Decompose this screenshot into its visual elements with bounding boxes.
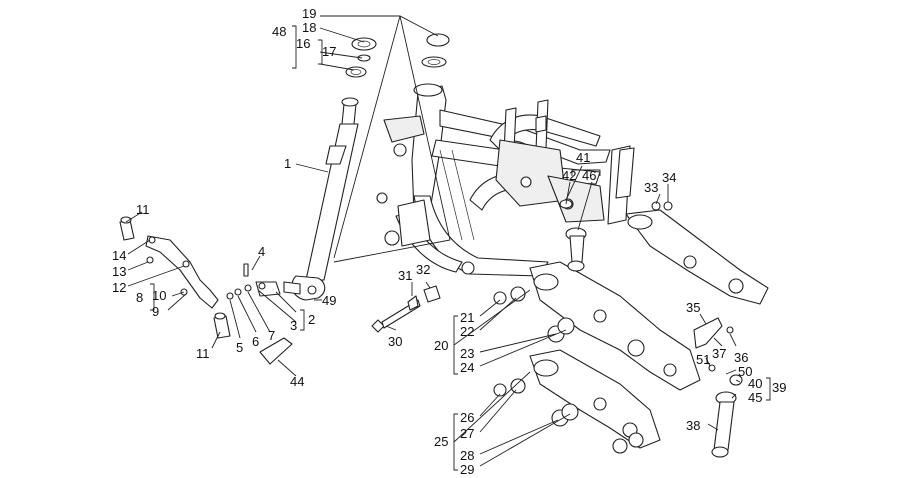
callout-14: 14 <box>112 248 126 263</box>
callout-39: 39 <box>772 380 786 395</box>
callout-31: 31 <box>398 268 412 283</box>
callout-45: 45 <box>748 390 762 405</box>
callout-28: 28 <box>460 448 474 463</box>
callout-25: 25 <box>434 434 448 449</box>
callout-50: 50 <box>738 364 752 379</box>
callout-6: 6 <box>252 334 259 349</box>
callout-37: 37 <box>712 346 726 361</box>
callout-44: 44 <box>290 374 304 389</box>
steering-bearing-stack <box>345 33 450 78</box>
callout-1: 1 <box>284 156 291 171</box>
long-bolt <box>371 285 441 333</box>
callout-17: 17 <box>322 44 336 59</box>
callout-8: 8 <box>136 290 143 305</box>
callout-4: 4 <box>258 244 265 259</box>
callout-22: 22 <box>460 324 474 339</box>
callout-13: 13 <box>112 264 126 279</box>
callout-48: 48 <box>272 24 286 39</box>
swingarm-bearings <box>493 201 673 454</box>
callout-35: 35 <box>686 300 700 315</box>
callout-labels: 19 18 48 16 17 1 11 14 13 12 8 10 9 11 4… <box>112 6 786 477</box>
callout-16: 16 <box>296 36 310 51</box>
swingarm-lower <box>529 349 661 449</box>
swingarm-rear <box>615 147 769 305</box>
callout-21: 21 <box>460 310 474 325</box>
callout-41: 41 <box>576 150 590 165</box>
callout-30: 30 <box>388 334 402 349</box>
callout-19: 19 <box>302 6 316 21</box>
callout-11-top: 11 <box>136 202 150 217</box>
callout-3: 3 <box>290 318 297 333</box>
small-bracket <box>693 317 723 349</box>
callout-29: 29 <box>460 462 474 477</box>
callout-36: 36 <box>734 350 748 365</box>
callout-10: 10 <box>152 288 166 303</box>
stem-fasteners <box>226 263 281 300</box>
callout-34: 34 <box>662 170 676 185</box>
callout-32: 32 <box>416 262 430 277</box>
callout-24: 24 <box>460 360 474 375</box>
callout-26: 26 <box>460 410 474 425</box>
callout-12: 12 <box>112 280 126 295</box>
callout-33: 33 <box>644 180 658 195</box>
callout-18: 18 <box>302 20 316 35</box>
callout-2: 2 <box>308 312 315 327</box>
small-cover-part <box>259 337 293 365</box>
pivot-joint-lower <box>711 374 743 458</box>
callout-51: 51 <box>696 352 710 367</box>
leader-lines <box>125 15 771 471</box>
callout-40: 40 <box>748 376 762 391</box>
callout-42: 42 <box>562 168 576 183</box>
pivot-joint-upper <box>559 199 587 272</box>
callout-46: 46 <box>582 168 596 183</box>
callout-27: 27 <box>460 426 474 441</box>
callout-9: 9 <box>152 304 159 319</box>
callout-38: 38 <box>686 418 700 433</box>
callout-23: 23 <box>460 346 474 361</box>
callout-5: 5 <box>236 340 243 355</box>
steering-stem <box>283 97 359 301</box>
callout-49: 49 <box>322 293 336 308</box>
main-frame <box>376 83 631 277</box>
callout-20: 20 <box>434 338 448 353</box>
front-footrest-bracket <box>119 216 231 339</box>
callout-11-bottom: 11 <box>196 346 210 361</box>
callout-7: 7 <box>268 328 275 343</box>
